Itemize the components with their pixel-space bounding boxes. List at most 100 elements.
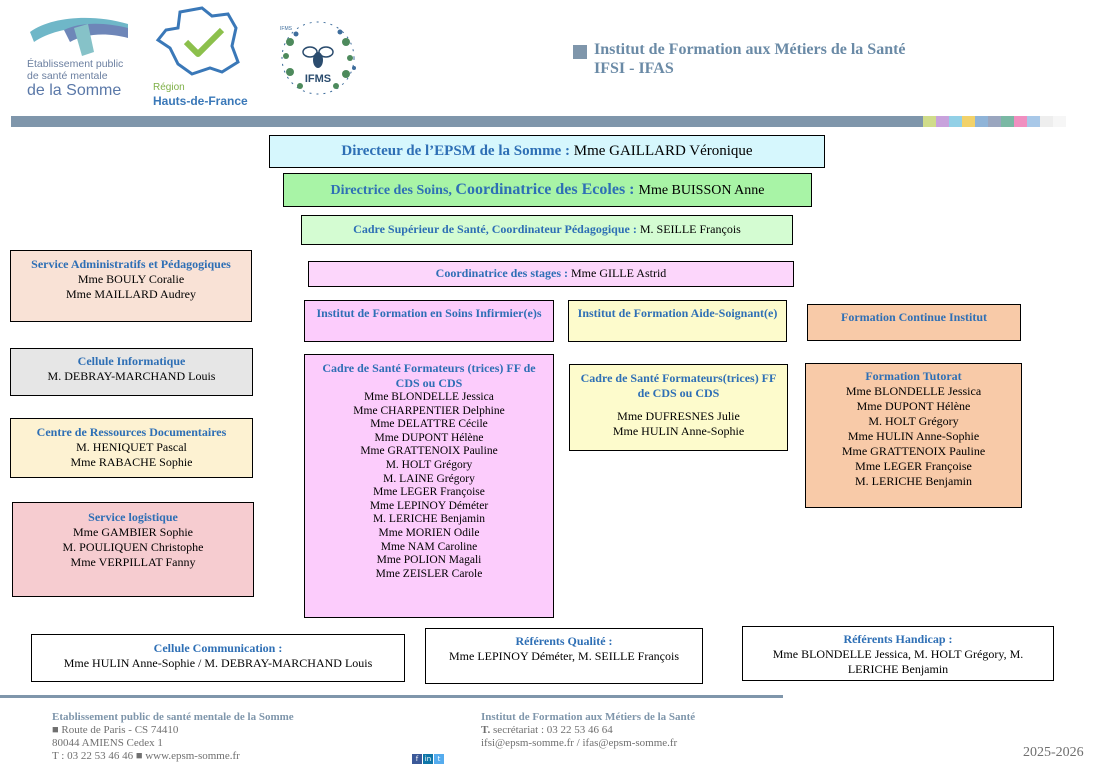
ifsi-box: Institut de Formation en Soins Infirmier…	[304, 300, 554, 342]
staff-member: Mme GRATTENOIX Pauline	[841, 444, 986, 458]
staff-member: Mme CHARPENTIER Delphine	[353, 404, 505, 417]
footer-right-email[interactable]: ifsi@epsm-somme.fr / ifas@epsm-somme.fr	[481, 737, 678, 749]
communication-members: Mme HULIN Anne-Sophie / M. DEBRAY-MARCHA…	[63, 656, 373, 670]
services-admin-box: Service Administratifs et Pédagogiques M…	[10, 250, 252, 322]
coordination-stages-title: Coordinatrice des stages :	[435, 266, 571, 280]
staff-member: Mme GRATTENOIX Pauline	[360, 445, 498, 458]
footer-right: Institut de Formation aux Métiers de la …	[481, 711, 695, 750]
staff-member: Mme MORIEN Odile	[378, 526, 480, 539]
crd-member: Mme RABACHE Sophie	[70, 455, 193, 469]
france-map-icon	[155, 6, 240, 76]
staff-member: M. LAINE Grégory	[383, 472, 475, 485]
footer-right-tel: secrétariat : 03 22 53 46 64	[490, 724, 613, 736]
epsm-ribbon-icon	[30, 17, 128, 56]
footer-left-title: Etablissement public de santé mentale de…	[52, 711, 294, 723]
handicap-members-line2: LERICHE Benjamin	[847, 662, 949, 676]
directeur-name: Mme GAILLARD Véronique	[573, 143, 753, 159]
cellule-informatique-title: Cellule Informatique	[77, 354, 186, 368]
cds-ifas-box: Cadre de Santé Formateurs(trices) FF de …	[569, 364, 788, 451]
service-logistique-member: M. POULIQUEN Christophe	[62, 540, 204, 554]
cadre-superieur-title: Cadre Supérieur de Santé, Coordinateur P…	[353, 222, 640, 236]
directrice-title-2: Coordinatrice des Ecoles :	[455, 181, 639, 198]
color-swatch	[1040, 116, 1053, 127]
staff-member: Mme LEPINOY Déméter	[369, 499, 489, 512]
staff-member: Mme DUPONT Hélène	[374, 431, 484, 444]
institute-title-line1: Institut de Formation aux Métiers de la …	[594, 41, 906, 58]
institute-title: Institut de Formation aux Métiers de la …	[594, 40, 906, 78]
color-swatch	[1014, 116, 1027, 127]
directrice-box: Directrice des Soins, Coordinatrice des …	[283, 173, 812, 207]
region-logo-line1: Région	[153, 82, 185, 93]
header-bar	[11, 116, 923, 127]
services-admin-title: Service Administratifs et Pédagogiques	[31, 257, 231, 271]
cadre-superieur-box: Cadre Supérieur de Santé, Coordinateur P…	[301, 215, 793, 245]
directeur-box: Directeur de l’EPSM de la Somme : Mme GA…	[269, 135, 825, 168]
institute-square-icon	[573, 45, 587, 59]
crd-member: M. HENIQUET Pascal	[76, 440, 187, 454]
staff-member: M. LERICHE Benjamin	[372, 513, 486, 526]
communication-title: Cellule Communication :	[153, 641, 283, 655]
staff-member: Mme LEGER Françoise	[373, 486, 485, 499]
formation-continue-box: Formation Continue Institut	[807, 304, 1021, 341]
qualite-members: Mme LEPINOY Déméter, M. SEILLE François	[448, 649, 680, 663]
ifms-bee-icon: IFMS IFMS	[280, 21, 356, 95]
epsm-logo-line1: Établissement public	[27, 58, 124, 70]
ifas-title: Institut de Formation Aide-Soignant(e)	[577, 306, 778, 320]
color-swatch	[949, 116, 962, 127]
epsm-logo: Établissement public de santé mentale de…	[24, 12, 136, 104]
color-swatches	[923, 116, 1066, 127]
region-logo: Région Hauts-de-France	[152, 6, 256, 110]
ifms-logo-arc: IFMS	[280, 26, 293, 32]
epsm-logo-line3: de la Somme	[27, 82, 122, 99]
service-logistique-member: Mme VERPILLAT Fanny	[70, 555, 196, 569]
coordination-stages-name: Mme GILLE Astrid	[570, 266, 667, 280]
directrice-title-1: Directrice des Soins,	[330, 183, 456, 198]
social-links: f in t	[412, 754, 444, 764]
tutorat-title: Formation Tutorat	[865, 369, 962, 383]
services-admin-member: Mme BOULY Coralie	[77, 272, 185, 286]
service-logistique-member: Mme GAMBIER Sophie	[73, 525, 193, 539]
staff-member: Mme BLONDELLE Jessica	[845, 384, 982, 398]
staff-member: Mme NAM Caroline	[380, 540, 478, 553]
color-swatch	[936, 116, 949, 127]
facebook-icon[interactable]: f	[412, 754, 422, 764]
directrice-name: Mme BUISSON Anne	[638, 183, 765, 198]
directeur-title: Directeur de l’EPSM de la Somme :	[341, 143, 574, 159]
cellule-informatique-box: Cellule Informatique M. DEBRAY-MARCHAND …	[10, 348, 253, 396]
color-swatch	[988, 116, 1001, 127]
staff-member: Mme DELATTRE Cécile	[370, 418, 488, 431]
ifas-box: Institut de Formation Aide-Soignant(e)	[568, 300, 787, 342]
epsm-logo-line2: de santé mentale	[27, 70, 108, 82]
crd-box: Centre de Ressources Documentaires M. HE…	[10, 418, 253, 478]
color-swatch	[923, 116, 936, 127]
staff-member: Mme DUPONT Hélène	[856, 399, 971, 413]
qualite-box: Référents Qualité : Mme LEPINOY Déméter,…	[425, 628, 703, 684]
cadre-superieur-name: M. SEILLE François	[639, 222, 741, 236]
linkedin-icon[interactable]: in	[423, 754, 433, 764]
cds-ifas-member: Mme DUFRESNES Julie	[617, 409, 740, 423]
staff-member: Mme LEGER Françoise	[855, 459, 972, 473]
footer-left: Etablissement public de santé mentale de…	[52, 711, 294, 763]
footer-right-title: Institut de Formation aux Métiers de la …	[481, 711, 696, 723]
ifsi-title: Institut de Formation en Soins Infirmier…	[316, 306, 542, 320]
formation-continue-title: Formation Continue Institut	[840, 310, 987, 324]
staff-member: M. LERICHE Benjamin	[855, 474, 972, 488]
staff-member: Mme POLION Magali	[376, 554, 482, 567]
communication-box: Cellule Communication : Mme HULIN Anne-S…	[31, 634, 405, 682]
handicap-title: Référents Handicap :	[843, 632, 953, 646]
cds-ifas-member: Mme HULIN Anne-Sophie	[612, 424, 745, 438]
ifms-logo-label: IFMS	[305, 73, 331, 85]
institute-title-line2: IFSI - IFAS	[594, 60, 674, 77]
service-logistique-box: Service logistique Mme GAMBIER Sophie M.…	[12, 502, 254, 597]
footer-left-contact: T : 03 22 53 46 46 ■ www.epsm-somme.fr	[52, 750, 240, 762]
cds-ifas-title: Cadre de Santé Formateurs(trices) FF de …	[580, 371, 777, 400]
service-logistique-title: Service logistique	[88, 510, 178, 524]
footer-left-address1: ■ Route de Paris - CS 74410	[52, 724, 179, 736]
staff-member: M. HOLT Grégory	[385, 458, 473, 471]
footer-left-address2: 80044 AMIENS Cedex 1	[52, 737, 163, 749]
ifms-logo: IFMS IFMS	[268, 16, 368, 100]
handicap-members-line1: Mme BLONDELLE Jessica, M. HOLT Grégory, …	[772, 647, 1024, 661]
twitter-icon[interactable]: t	[434, 754, 444, 764]
